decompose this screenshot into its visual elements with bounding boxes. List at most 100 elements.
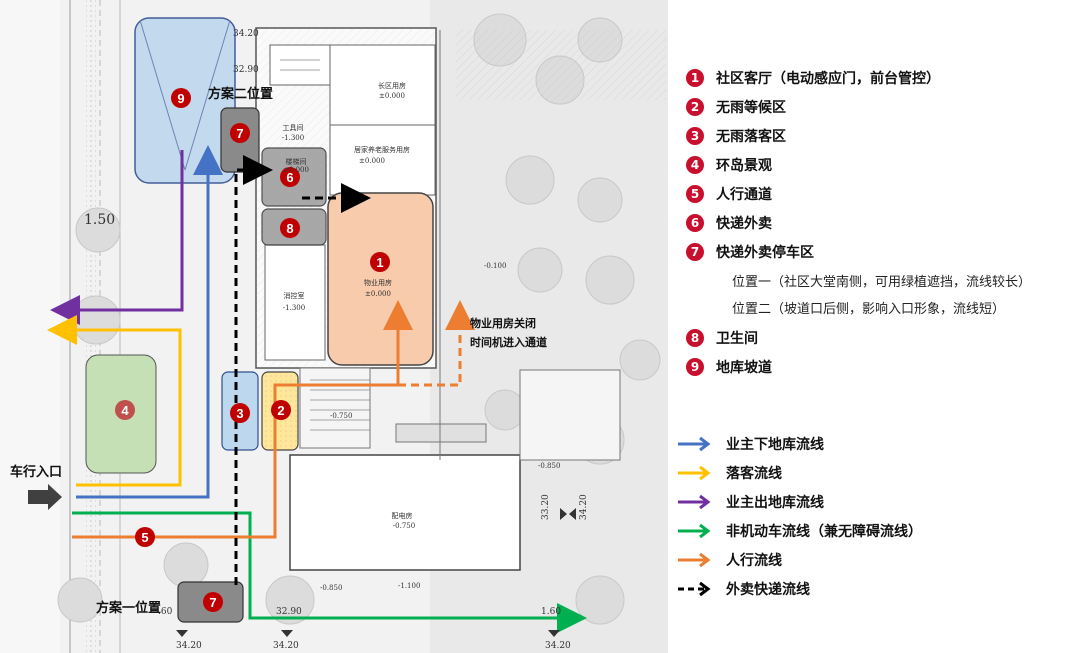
- flow-legend-drop-off: 落客流线: [676, 463, 782, 483]
- flow-legend-owner-up: 业主出地库流线: [676, 492, 824, 512]
- flow-owner-up: [50, 150, 184, 325]
- legend-label-4: 环岛景观: [716, 158, 772, 174]
- flow-label-delivery: 外卖快递流线: [726, 582, 810, 598]
- legend-label-8: 卫生间: [716, 331, 758, 347]
- legend-num-6: 6: [686, 214, 704, 232]
- legend-item-5: 5 人行通道: [686, 184, 772, 204]
- legend-item-1: 1 社区客厅（电动感应门，前台管控）: [686, 68, 940, 88]
- legend-item-9: 9 地库坡道: [686, 357, 772, 377]
- room-chang-elev: ±0.000: [379, 92, 405, 100]
- legend-num-2: 2: [686, 98, 704, 116]
- flow-pedestrian: [72, 300, 413, 539]
- zone-markers: 1 2 3 4 5 6 7 7 8 9: [115, 88, 390, 612]
- svg-text:1: 1: [376, 255, 383, 270]
- purple-arrow-icon: [678, 494, 711, 510]
- room-prop: 物业用房: [364, 278, 392, 287]
- svg-text:6: 6: [286, 170, 293, 185]
- room-power-elev: -0.750: [393, 522, 415, 530]
- elev-e16: 1.50: [84, 212, 115, 228]
- elev-e3: -0.100: [484, 262, 506, 270]
- flow-legend-delivery: 外卖快递流线: [676, 579, 810, 599]
- green-arrow-icon: [678, 523, 711, 539]
- legend-item-7: 7 快递外卖停车区: [686, 242, 814, 262]
- black-dashed-arrow-icon: [678, 581, 711, 597]
- legend: 1 社区客厅（电动感应门，前台管控） 2 无雨等候区 3 无雨落客区 4 环岛景…: [668, 0, 1080, 653]
- elev-e11: 34.20: [273, 641, 299, 651]
- legend-num-4: 4: [686, 156, 704, 174]
- legend-label-7: 快递外卖停车区: [716, 245, 814, 261]
- marker-4: 4: [115, 400, 135, 420]
- room-stair-elev: ±0.000: [283, 166, 309, 174]
- legend-item-8: 8 卫生间: [686, 328, 758, 348]
- legend-num-5: 5: [686, 185, 704, 203]
- legend-num-9: 9: [686, 358, 704, 376]
- legend-label-2: 无雨等候区: [716, 100, 786, 116]
- elev-e2: 32.90: [233, 65, 259, 75]
- svg-text:4: 4: [121, 403, 129, 418]
- orange-arrow-icon: [678, 552, 711, 568]
- legend-item-6: 6 快递外卖: [686, 213, 772, 233]
- room-tool-elev: -1.300: [282, 134, 304, 142]
- elev-e12: 32.90: [276, 607, 302, 617]
- marker-9: 9: [171, 88, 191, 108]
- flow-label-bike: 非机动车流线（兼无障碍流线）: [726, 524, 922, 540]
- legend-label-3: 无雨落客区: [716, 129, 786, 145]
- elev-e13: 34.20: [545, 641, 571, 651]
- svg-text:7: 7: [236, 126, 243, 141]
- elev-e7: -0.850: [320, 584, 342, 592]
- marker-3: 3: [230, 403, 250, 423]
- marker-5: 5: [135, 527, 155, 547]
- blue-arrow-icon: [678, 436, 711, 452]
- elev-e8: 33.20: [541, 494, 551, 520]
- flow-label-owner-down: 业主下地库流线: [726, 437, 824, 453]
- flow-delivery: [234, 155, 273, 585]
- flow-legend-owner-down: 业主下地库流线: [676, 434, 824, 454]
- option2-label: 方案二位置: [208, 86, 273, 102]
- elev-e4: -0.750: [330, 412, 352, 420]
- legend-item-2: 2 无雨等候区: [686, 97, 786, 117]
- marker-7b: 7: [203, 592, 223, 612]
- elev-e15: .60: [158, 607, 173, 617]
- room-power: 配电房: [392, 511, 413, 520]
- marker-2: 2: [271, 400, 291, 420]
- option1-label: 方案一位置: [96, 600, 161, 616]
- legend-num-3: 3: [686, 127, 704, 145]
- car-entrance-label: 车行入口: [10, 464, 62, 480]
- legend-sub-position2: 位置二（坡道口后侧，影响入口形象，流线短）: [732, 302, 1006, 317]
- flow-label-drop-off: 落客流线: [726, 466, 782, 482]
- room-chang: 长区用房: [378, 81, 406, 90]
- marker-8: 8: [280, 218, 300, 238]
- site-plan: 1 2 3 4 5 6 7 7 8 9 方案二位置 方案一位置 车行入口 物业用…: [0, 0, 668, 653]
- room-fire-elev: -1.300: [283, 304, 305, 312]
- svg-text:5: 5: [141, 530, 148, 545]
- svg-text:7: 7: [209, 595, 216, 610]
- legend-label-6: 快递外卖: [716, 216, 772, 232]
- svg-text:9: 9: [177, 91, 184, 106]
- legend-label-1: 社区客厅（电动感应门，前台管控）: [716, 71, 940, 87]
- room-elder-elev: ±0.000: [359, 157, 385, 165]
- room-stair: 楼梯间: [286, 157, 307, 166]
- yellow-arrow-icon: [678, 465, 711, 481]
- flow-legend-bike: 非机动车流线（兼无障碍流线）: [676, 521, 922, 541]
- marker-6: 6: [280, 167, 300, 187]
- elev-e1: 34.20: [233, 29, 259, 39]
- flow-lines: [47, 145, 587, 633]
- flow-pedestrian-alt: [398, 300, 475, 387]
- room-tool: 工具间: [283, 124, 304, 132]
- flow-owner-down: [76, 145, 223, 499]
- legend-sub-position1: 位置一（社区大堂南侧，可用绿植遮挡，流线较长）: [732, 275, 1032, 290]
- flow-drop-off-line: [47, 315, 182, 487]
- elev-e14: 1.60: [541, 607, 561, 617]
- svg-text:8: 8: [286, 221, 293, 236]
- legend-num-8: 8: [686, 329, 704, 347]
- flow-label-pedestrian: 人行流线: [726, 553, 782, 569]
- elev-e10: 34.20: [176, 641, 202, 651]
- elev-e9: 34.20: [579, 494, 589, 520]
- room-fire: 消控室: [284, 291, 305, 300]
- legend-num-1: 1: [686, 69, 704, 87]
- closed-note-2: 时间机进入通道: [470, 335, 547, 349]
- room-elder: 居家养老服务用房: [354, 145, 410, 154]
- legend-label-5: 人行通道: [716, 187, 772, 203]
- room-prop-elev: ±0.000: [365, 290, 391, 298]
- legend-item-4: 4 环岛景观: [686, 155, 772, 175]
